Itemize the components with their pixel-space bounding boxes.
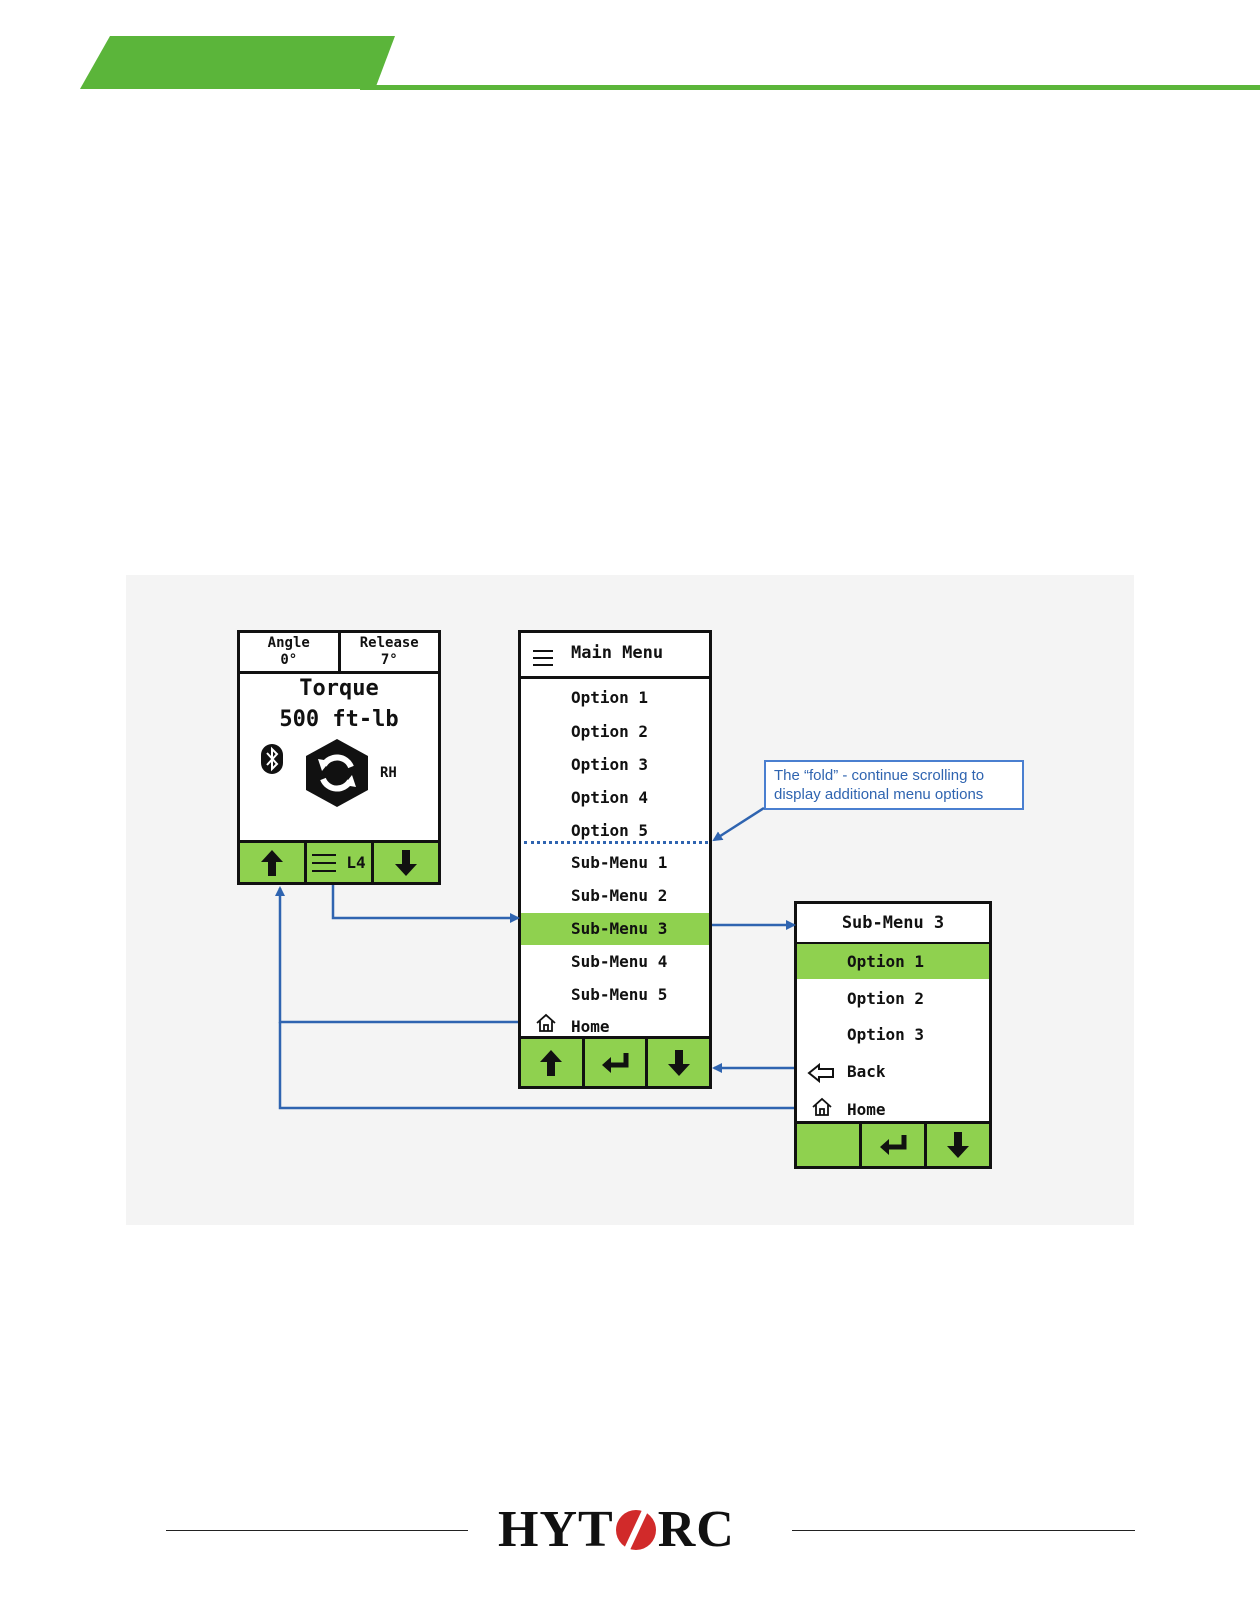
menu-to-main-arrow xyxy=(333,885,518,918)
logo-right-text: RC xyxy=(658,1500,735,1559)
hytorc-logo: HYT RC xyxy=(498,1500,735,1559)
footer-rule-left xyxy=(166,1530,468,1531)
logo-left-text: HYT xyxy=(498,1500,614,1559)
sub-home-to-home-line xyxy=(280,1022,794,1108)
callout-to-fold-arrow xyxy=(714,808,764,840)
logo-o-mark xyxy=(616,1510,656,1550)
main-home-to-home-arrow xyxy=(280,888,518,1022)
footer-rule-right xyxy=(792,1530,1135,1531)
